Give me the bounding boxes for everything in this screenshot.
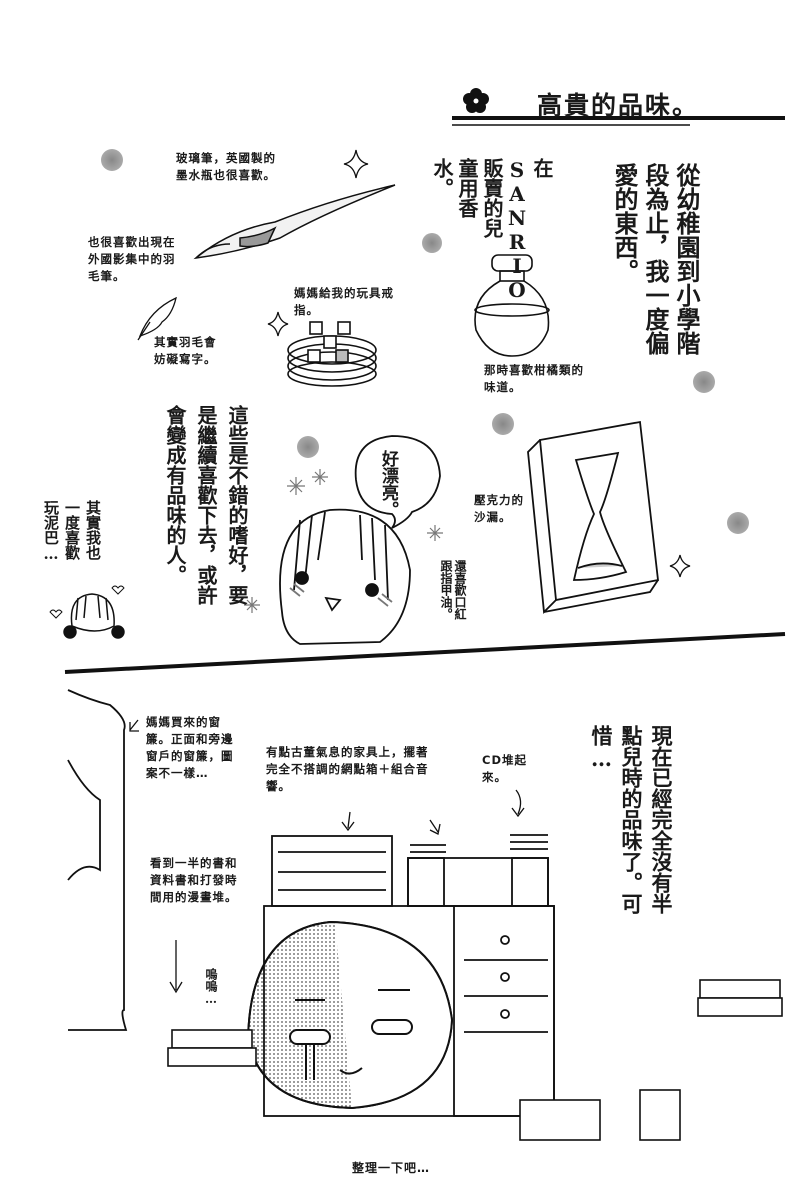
title-underline (452, 116, 785, 126)
books-note: 看到一半的書和資料書和打發時間用的漫畫堆。 (150, 856, 238, 904)
intro-text: 從幼稚園到小學階段為止，我一度偏愛的東西。 (610, 163, 701, 355)
curtain-illustration (67, 689, 128, 1031)
curtain-note: 媽媽買來的窗簾。正面和旁邊窗戶的窗簾，圖案不一樣… (146, 715, 234, 780)
hourglass-note: 壓克力的沙漏。 (474, 493, 524, 524)
page-title: 高貴的品味。 (537, 91, 700, 120)
speech-bubble-text: 好漂亮。 (378, 450, 398, 518)
arrow-icons (129, 719, 525, 994)
sob-text: 嗚嗚… (204, 968, 218, 1006)
lament-text: 現在已經完全沒有半點兒時的品味了。可惜… (589, 725, 674, 914)
hourglass-illustration (527, 420, 659, 614)
screentone-dots (101, 149, 749, 534)
glass-pen-note: 玻璃筆，英國製的墨水瓶也很喜歡。 (176, 151, 276, 182)
crying-character-illustration (246, 920, 454, 1110)
panel-divider (64, 632, 786, 674)
chibi-character-illustration (49, 585, 125, 639)
nail-note: 還喜歡口紅跟指甲油。 (439, 560, 467, 620)
books-illustration (167, 979, 783, 1141)
page-caption: 整理一下吧… (352, 1161, 431, 1175)
reflection-text: 這些是不錯的嗜好，要是繼續喜歡下去，或許會變成有品味的人。 (163, 405, 249, 605)
toy-ring-illustration (287, 321, 377, 387)
ring-note: 媽媽給我的玩具戒指。 (294, 286, 394, 317)
quill-aside: 其實羽毛會妨礙寫字。 (154, 335, 217, 366)
perfume-bottle-illustration (474, 254, 550, 357)
glass-pen-illustration (193, 184, 396, 260)
flower-icon (463, 88, 489, 113)
furniture-note: 有點古董氣息的家具上，擺著完全不搭調的網點箱＋組合音響。 (266, 745, 429, 793)
quill-note: 也很喜歡出現在外國影集中的羽毛筆。 (88, 235, 176, 283)
girl-character-illustration (279, 508, 411, 645)
quill-illustration (137, 296, 177, 341)
speech-bubble (354, 435, 441, 529)
cd-note: CD堆起來。 (482, 753, 527, 784)
perfume-note: 在SANRIO販賣的兒童用香水。 (430, 158, 554, 302)
star-burst-icons (244, 469, 443, 613)
mud-aside: 其實我也一度喜歡玩泥巴… (42, 500, 102, 563)
perfume-caption: 那時喜歡柑橘類的味道。 (484, 363, 584, 394)
